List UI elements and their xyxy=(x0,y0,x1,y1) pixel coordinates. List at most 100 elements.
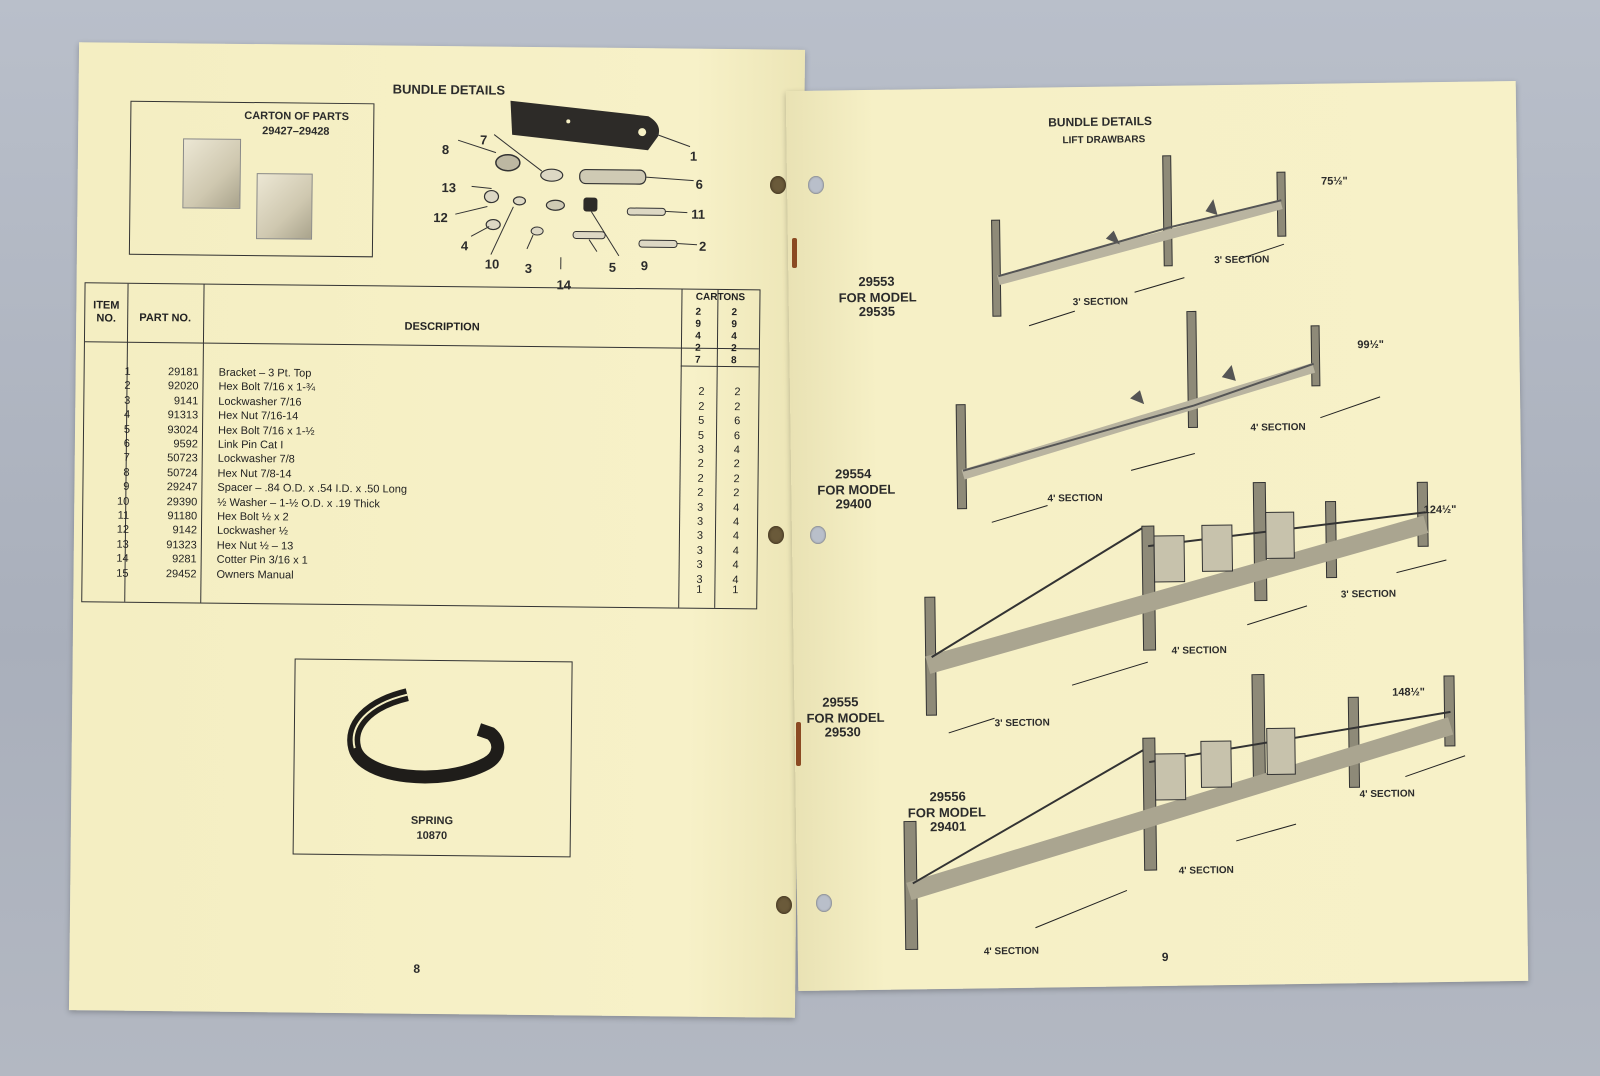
description: Hex Bolt 7/16 x 1-½ xyxy=(217,424,315,438)
assembly-1-section-2: 3' SECTION xyxy=(1214,254,1270,267)
binder-hole-bottom-right xyxy=(816,894,832,912)
carton-a-qty: 3 xyxy=(697,443,704,456)
spring-label: SPRING xyxy=(410,814,454,828)
binder-hole-top-left xyxy=(770,176,786,194)
assembly-4-section-1: 4' SECTION xyxy=(983,945,1040,958)
drawbar-29553-illustration xyxy=(991,155,1287,327)
carton-b-qty: 4 xyxy=(732,544,739,557)
description: Lockwasher 7/16 xyxy=(218,395,302,409)
page-number-left: 8 xyxy=(413,961,421,976)
header-item: ITEM xyxy=(93,299,120,312)
callout-13: 13 xyxy=(441,180,457,196)
left-page: BUNDLE DETAILS CARTON OF PARTS 29427–294… xyxy=(68,42,806,1018)
carton-b-qty: 2 xyxy=(734,386,741,399)
carton-title: CARTON OF PARTS xyxy=(244,109,350,124)
right-page-subheading: LIFT DRAWBARS xyxy=(1062,134,1146,147)
callout-3: 3 xyxy=(524,260,533,276)
spring-number: 10870 xyxy=(416,829,448,843)
binder-hole-middle-left xyxy=(768,526,784,544)
carton-col-b-header: 2 9 4 2 8 xyxy=(730,307,738,367)
part-number: 9142 xyxy=(172,524,198,537)
carton-a-qty: 3 xyxy=(696,558,703,571)
callout-4: 4 xyxy=(460,238,469,254)
page-number-right: 9 xyxy=(1161,949,1169,964)
header-part-no: PART NO. xyxy=(139,311,192,325)
carton-b-qty: 4 xyxy=(733,501,740,514)
carton-b-qty: 4 xyxy=(732,530,740,543)
binder-hole-bottom-left xyxy=(776,896,792,914)
carton-b-qty: 2 xyxy=(733,458,740,471)
part-number: 50723 xyxy=(167,452,198,465)
carton-b-qty: 6 xyxy=(733,429,741,442)
item-number: 12 xyxy=(116,524,130,537)
part-number: 92020 xyxy=(167,380,199,393)
description: Hex Nut 7/8-14 xyxy=(217,467,292,481)
left-page-heading: BUNDLE DETAILS xyxy=(392,81,506,98)
part-number: 9141 xyxy=(173,395,199,408)
carton-a-qty: 3 xyxy=(696,515,704,528)
carton-b-qty: 6 xyxy=(734,415,741,428)
description: Hex Nut 7/16-14 xyxy=(218,409,299,423)
carton-a-qty: 2 xyxy=(697,472,704,485)
assembly-1-section-1: 3' SECTION xyxy=(1072,296,1128,309)
carton-photo-1 xyxy=(182,138,242,209)
assembly-2-model: 29400 xyxy=(835,495,872,512)
item-number: 7 xyxy=(123,452,130,465)
carton-of-parts-box xyxy=(128,100,375,258)
description: Bracket – 3 Pt. Top xyxy=(218,366,312,380)
item-number: 13 xyxy=(116,538,129,551)
assembly-4-section-2: 4' SECTION xyxy=(1178,864,1234,877)
exploded-parts-diagram xyxy=(455,100,698,270)
staple-mark-top xyxy=(792,238,797,268)
carton-a-qty: 3 xyxy=(697,501,704,514)
header-description: DESCRIPTION xyxy=(404,320,480,334)
callout-10: 10 xyxy=(484,256,500,272)
bracket-shape xyxy=(510,100,660,151)
callout-9: 9 xyxy=(640,258,649,274)
description: Lockwasher ½ xyxy=(216,525,288,538)
right-page-heading: BUNDLE DETAILS xyxy=(1048,114,1153,130)
description: Hex Nut ½ – 13 xyxy=(216,539,294,553)
carton-a-qty: 3 xyxy=(696,530,704,543)
parts-table: ITEM NO. PART NO. DESCRIPTION CARTONS 2 … xyxy=(81,282,761,610)
drawbar-29555-illustration xyxy=(924,481,1447,734)
assembly-1-model: 29535 xyxy=(858,303,896,320)
carton-a-qty: 5 xyxy=(698,414,705,427)
header-item-no: NO. xyxy=(96,312,117,325)
callout-8: 8 xyxy=(441,142,450,158)
part-number: 29181 xyxy=(167,366,199,379)
item-number: 3 xyxy=(124,394,131,407)
binder-hole-top-right xyxy=(808,176,824,194)
callout-6: 6 xyxy=(695,176,703,192)
callout-1: 1 xyxy=(689,148,698,164)
carton-col-a-header: 2 9 4 2 7 xyxy=(694,306,702,366)
carton-b-qty: 2 xyxy=(733,487,740,500)
assembly-4-section-3: 4' SECTION xyxy=(1359,788,1415,801)
description: Hex Bolt ½ x 2 xyxy=(217,510,289,524)
callout-5: 5 xyxy=(608,259,617,275)
part-number: 93024 xyxy=(167,423,199,437)
part-number: 9592 xyxy=(173,438,198,451)
link-pin-shape xyxy=(579,168,647,185)
carton-b-qty: 4 xyxy=(733,444,740,457)
callout-11: 11 xyxy=(691,206,706,222)
right-page: BUNDLE DETAILS LIFT DRAWBARS 29553 FOR M… xyxy=(785,80,1529,992)
description: Lockwasher 7/8 xyxy=(217,453,295,466)
item-number: 2 xyxy=(124,380,131,393)
item-number: 1 xyxy=(124,365,131,378)
assembly-2-section-2: 4' SECTION xyxy=(1250,421,1306,434)
spring-box: SPRING 10870 xyxy=(292,658,573,858)
drawbar-29554-illustration xyxy=(955,310,1381,523)
description: ½ Washer – 1-½ O.D. x .19 Thick xyxy=(217,496,380,510)
carton-a-qty: 2 xyxy=(698,386,705,399)
callout-2: 2 xyxy=(698,238,707,254)
item-number: 11 xyxy=(117,509,130,522)
assembly-3-part: 29555 xyxy=(822,694,859,710)
carton-b-qty: 2 xyxy=(733,472,740,485)
item-number: 5 xyxy=(123,423,131,436)
part-number: 50724 xyxy=(166,466,198,480)
part-number: 91323 xyxy=(166,538,197,552)
item-number: 4 xyxy=(124,408,131,421)
carton-b-qty: 4 xyxy=(732,559,739,572)
binder-hole-middle-right xyxy=(810,526,826,544)
